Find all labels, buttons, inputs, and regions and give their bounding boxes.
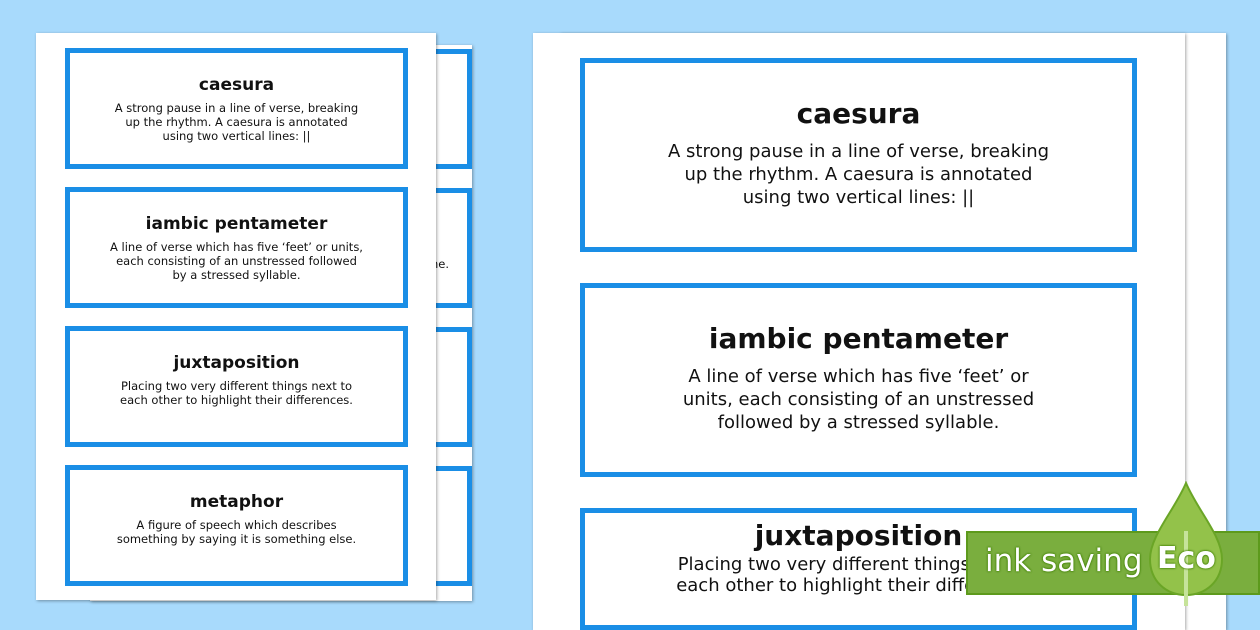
card-term: juxtaposition (754, 519, 963, 552)
card-caesura: caesura A strong pause in a line of vers… (65, 48, 408, 169)
eco-drop-icon (1148, 481, 1224, 606)
card-juxtaposition: juxtaposition Placing two very different… (65, 326, 408, 447)
card-definition: A strong pause in a line of verse, break… (114, 101, 359, 143)
card-iambic-pentameter: iambic pentameter A line of verse which … (580, 283, 1137, 477)
card-metaphor: metaphor A figure of speech which descri… (65, 465, 408, 586)
card-definition: A strong pause in a line of verse, break… (667, 141, 1050, 208)
card-term: caesura (796, 97, 921, 130)
front-sheet-small: caesura A strong pause in a line of vers… (36, 33, 436, 600)
card-definition: Placing two very different things next t… (120, 379, 353, 407)
card-definition: A line of verse which has five ‘feet’ or… (110, 240, 363, 282)
card-term: metaphor (189, 492, 284, 512)
card-term: iambic pentameter (145, 214, 328, 234)
front-sheet-large: caesura A strong pause in a line of vers… (533, 33, 1185, 630)
card-juxtaposition: juxtaposition Placing two very different… (580, 508, 1137, 630)
card-definition: A line of verse which has five ‘feet’ or… (682, 366, 1035, 433)
card-term: iambic pentameter (708, 322, 1009, 355)
card-definition: Placing two very different things next t… (676, 554, 1041, 596)
card-definition: A figure of speech which describes somet… (116, 518, 357, 546)
badge-label: ink saving (985, 543, 1143, 579)
card-caesura: caesura A strong pause in a line of vers… (580, 58, 1137, 252)
eco-label: Eco (1157, 541, 1216, 576)
card-iambic-pentameter: iambic pentameter A line of verse which … (65, 187, 408, 308)
card-term: juxtaposition (173, 353, 300, 373)
card-term: caesura (198, 75, 275, 95)
